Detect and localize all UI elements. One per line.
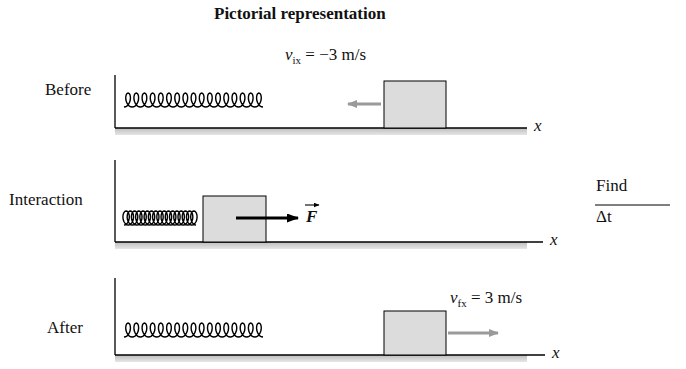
- wall: [114, 75, 115, 128]
- spring: [124, 93, 263, 107]
- block: [384, 311, 446, 355]
- panel-label: After: [47, 318, 83, 338]
- ground-shade: [115, 242, 527, 249]
- ground-line: [115, 241, 543, 242]
- unknown-label: Δt: [596, 207, 612, 227]
- title: Pictorial representation: [214, 4, 386, 24]
- vector-overarrow: [305, 204, 319, 205]
- velocity-arrow: [448, 332, 498, 335]
- wall: [114, 160, 115, 242]
- panel-label: Before: [45, 80, 91, 100]
- velocity-label: vfx = 3 m/s: [450, 288, 522, 313]
- wall: [114, 278, 115, 355]
- axis-label: x: [550, 230, 558, 250]
- block: [384, 81, 446, 128]
- spring: [124, 323, 263, 337]
- ground-line: [115, 354, 545, 355]
- find-heading: Find: [596, 176, 627, 196]
- ground-shade: [115, 355, 527, 362]
- velocity-label: vix = −3 m/s: [285, 45, 366, 70]
- spring: [123, 211, 197, 225]
- force-arrow: [236, 217, 298, 220]
- panel-label: Interaction: [9, 190, 83, 210]
- force-label: F: [306, 207, 317, 227]
- axis-label: x: [552, 343, 560, 363]
- find-rule: [595, 205, 670, 206]
- velocity-arrow: [348, 103, 381, 106]
- ground-shade: [115, 128, 527, 135]
- ground-line: [115, 127, 527, 128]
- axis-label: x: [534, 116, 542, 136]
